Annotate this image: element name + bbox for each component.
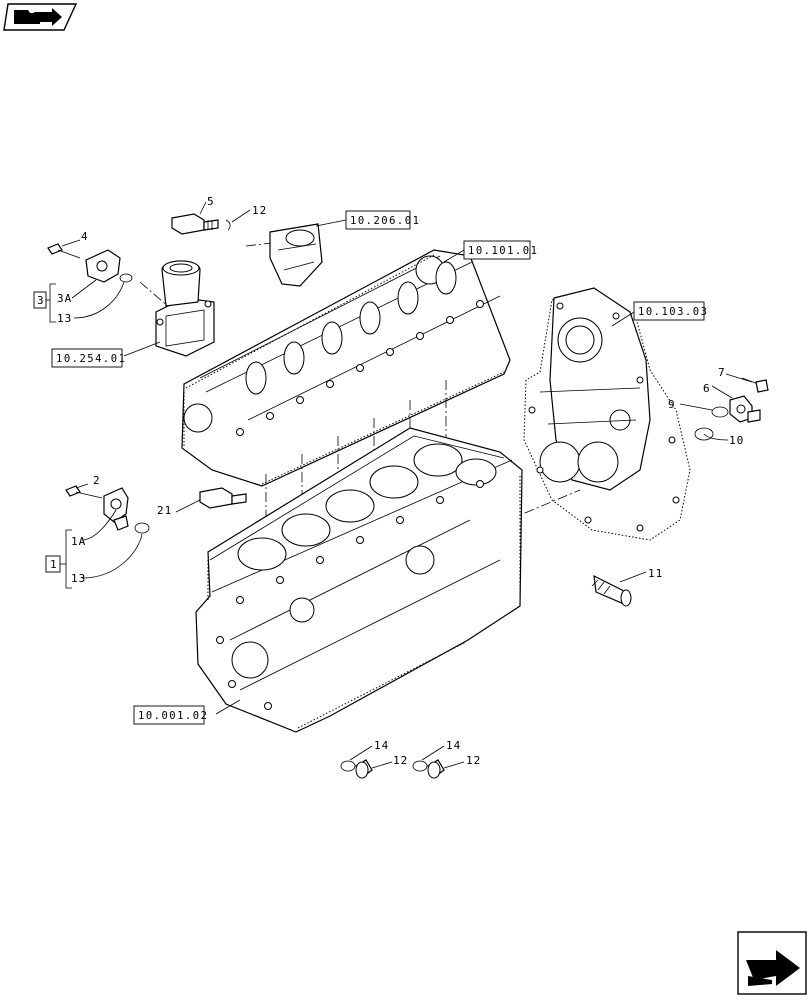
plug-left xyxy=(340,759,373,779)
sensor-11 xyxy=(591,574,632,607)
callout-3a: 3A xyxy=(57,292,72,305)
ref-label-10-103-03: 10.103.03 xyxy=(638,306,708,318)
callout-12-left: 12 xyxy=(393,754,408,767)
ref-label-10-001-02: 10.001.02 xyxy=(138,710,208,722)
callout-3: 3 xyxy=(37,294,45,307)
callout-14-left: 14 xyxy=(374,739,389,752)
flywheel-housing-bolts xyxy=(528,302,680,532)
plug-right xyxy=(412,759,445,779)
callout-14-right: 14 xyxy=(446,739,461,752)
seal-10 xyxy=(694,427,714,441)
water-outlet xyxy=(269,223,323,287)
callout-12-right: 12 xyxy=(466,754,481,767)
callout-1a: 1A xyxy=(71,535,86,548)
callout-12-top: 12 xyxy=(252,204,267,217)
callout-11: 11 xyxy=(648,567,663,580)
leader-lines xyxy=(61,201,753,769)
sensor-3 xyxy=(85,249,133,283)
callout-13-upper: 13 xyxy=(57,312,72,325)
callout-6: 6 xyxy=(703,382,711,395)
flywheel-housing xyxy=(523,287,691,541)
callout-2: 2 xyxy=(93,474,101,487)
folder-nav-icon[interactable] xyxy=(3,3,78,31)
next-page-arrow-icon[interactable] xyxy=(737,931,807,995)
bolt-7 xyxy=(741,377,769,393)
ref-box-10-206-01[interactable]: 10.206.01 xyxy=(345,210,420,230)
thermostat-housing xyxy=(155,260,215,357)
ref-box-10-254-01[interactable]: 10.254.01 xyxy=(51,348,126,368)
callout-4: 4 xyxy=(81,230,89,243)
ref-label-10-206-01: 10.206.01 xyxy=(350,215,420,227)
sensor-1 xyxy=(103,487,150,534)
engine-block xyxy=(195,427,523,733)
seal-12-top xyxy=(225,219,231,231)
callout-21: 21 xyxy=(157,504,172,517)
ref-label-10-254-01: 10.254.01 xyxy=(56,353,126,365)
cylinder-head-ports xyxy=(245,261,457,395)
cylinder-head-bolts xyxy=(236,300,484,436)
ref-box-10-001-02[interactable]: 10.001.02 xyxy=(133,705,208,725)
callout-13-lower: 13 xyxy=(71,572,86,585)
callout-1: 1 xyxy=(50,558,58,571)
ref-box-10-101-01[interactable]: 10.101.01 xyxy=(463,240,538,260)
sensor-21 xyxy=(199,487,247,509)
engine-block-bores xyxy=(237,443,497,571)
callout-9: 9 xyxy=(668,398,676,411)
ref-label-10-101-01: 10.101.01 xyxy=(468,245,538,257)
sensor-6 xyxy=(729,395,761,423)
engine-block-bolts xyxy=(216,480,484,710)
bolt-4 xyxy=(47,243,81,259)
callout-7: 7 xyxy=(718,366,726,379)
ref-box-10-103-03[interactable]: 10.103.03 xyxy=(633,301,708,321)
bolt-2 xyxy=(65,485,103,499)
sensor-5 xyxy=(171,213,219,235)
bracket-group-1 xyxy=(45,529,72,589)
callout-labels: 5 12 4 3 3A 13 2 1 1A 13 21 7 6 9 10 11 … xyxy=(37,195,744,767)
cylinder-head xyxy=(181,249,511,487)
callout-5: 5 xyxy=(207,195,215,208)
seal-9 xyxy=(711,406,729,418)
callout-10: 10 xyxy=(729,434,744,447)
bracket-group-3 xyxy=(33,283,56,323)
